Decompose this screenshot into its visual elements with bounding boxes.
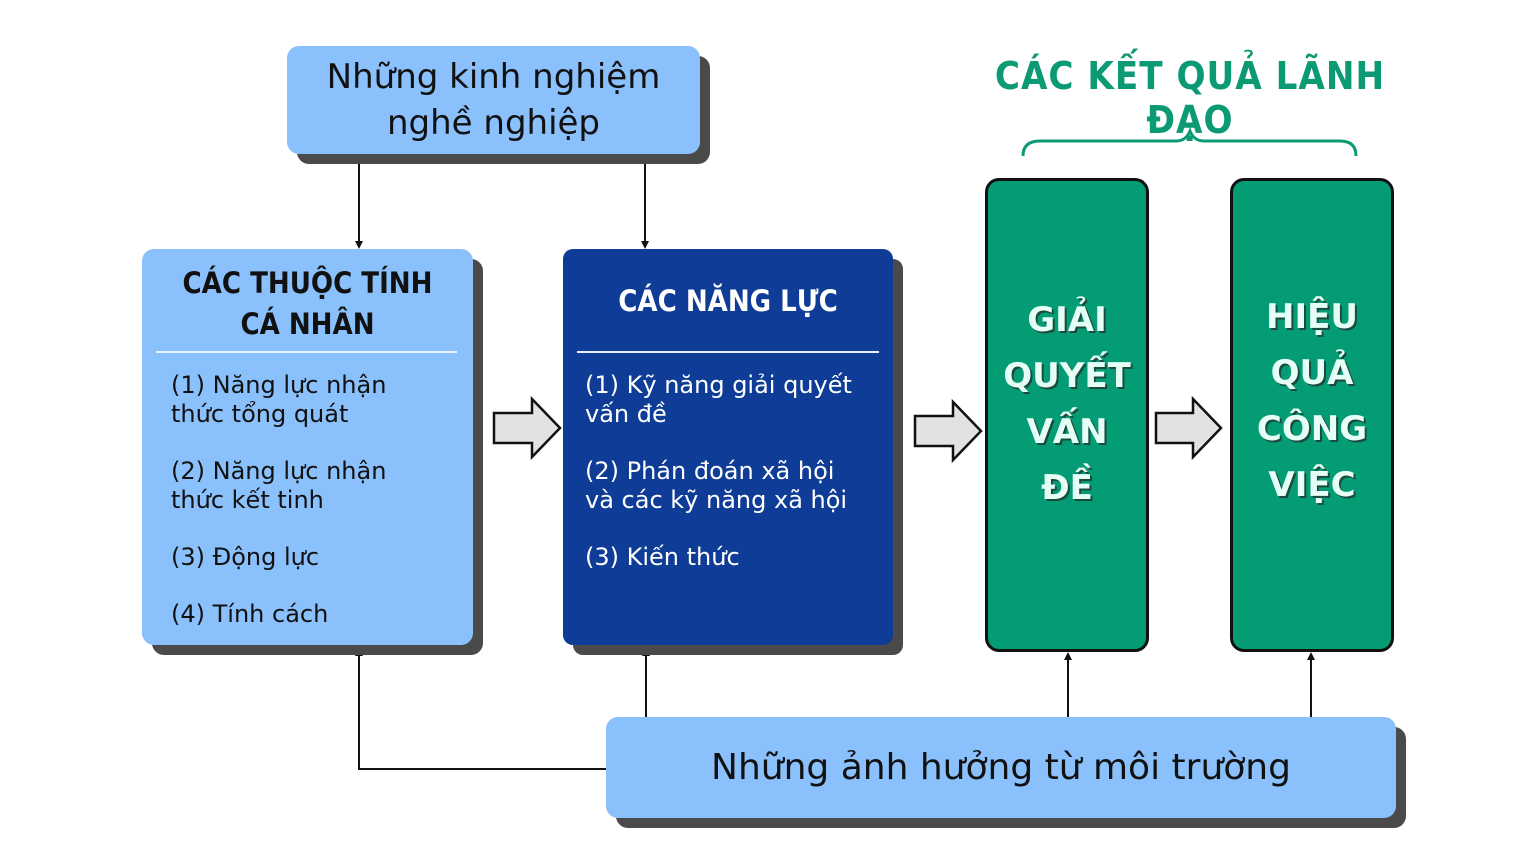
- block-arrow-competencies-to-problem-solving: [913, 398, 983, 464]
- environment-box: Những ảnh hưởng từ môi trường: [606, 717, 1396, 818]
- problem-solving-box: GIẢI QUYẾT VẤN ĐỀ: [985, 178, 1149, 652]
- experience-text: Những kinh nghiệm nghề nghiệp: [326, 57, 661, 143]
- competency-item: (1) Kỹ năng giải quyết vấn đề: [585, 371, 852, 428]
- block-arrow-attributes-to-competencies: [492, 395, 562, 461]
- block-arrow-problem-solving-to-job-performance: [1154, 395, 1223, 461]
- arrow-environment-to-attributes: [355, 648, 606, 770]
- attributes-title: CÁC THUỘC TÍNH CÁ NHÂN: [182, 266, 433, 341]
- results-title: CÁC KẾT QUẢ LÃNH ĐẠO: [994, 54, 1386, 142]
- environment-text: Những ảnh hưởng từ môi trường: [711, 747, 1291, 788]
- experience-box: Những kinh nghiệm nghề nghiệp: [287, 46, 700, 154]
- problem-solving-text: GIẢI QUYẾT VẤN ĐỀ: [1003, 300, 1131, 508]
- competencies-divider: [577, 351, 879, 353]
- competencies-title: CÁC NĂNG LỰC: [618, 284, 838, 318]
- attribute-item: (3) Động lực: [171, 543, 320, 571]
- attribute-item: (4) Tính cách: [171, 600, 329, 628]
- results-brace: [1021, 126, 1358, 157]
- attributes-box: CÁC THUỘC TÍNH CÁ NHÂN (1) Năng lực nhận…: [142, 249, 473, 645]
- competency-item: (3) Kiến thức: [585, 543, 740, 571]
- competencies-box: CÁC NĂNG LỰC (1) Kỹ năng giải quyết vấn …: [563, 249, 893, 645]
- competency-item: (2) Phán đoán xã hội và các kỹ năng xã h…: [585, 457, 848, 514]
- job-performance-text: HIỆU QUẢ CÔNG VIỆC: [1256, 297, 1368, 505]
- job-performance-box: HIỆU QUẢ CÔNG VIỆC: [1230, 178, 1394, 652]
- attribute-item: (1) Năng lực nhận thức tổng quát: [171, 371, 387, 428]
- attributes-divider: [156, 351, 457, 353]
- attribute-item: (2) Năng lực nhận thức kết tinh: [171, 457, 387, 514]
